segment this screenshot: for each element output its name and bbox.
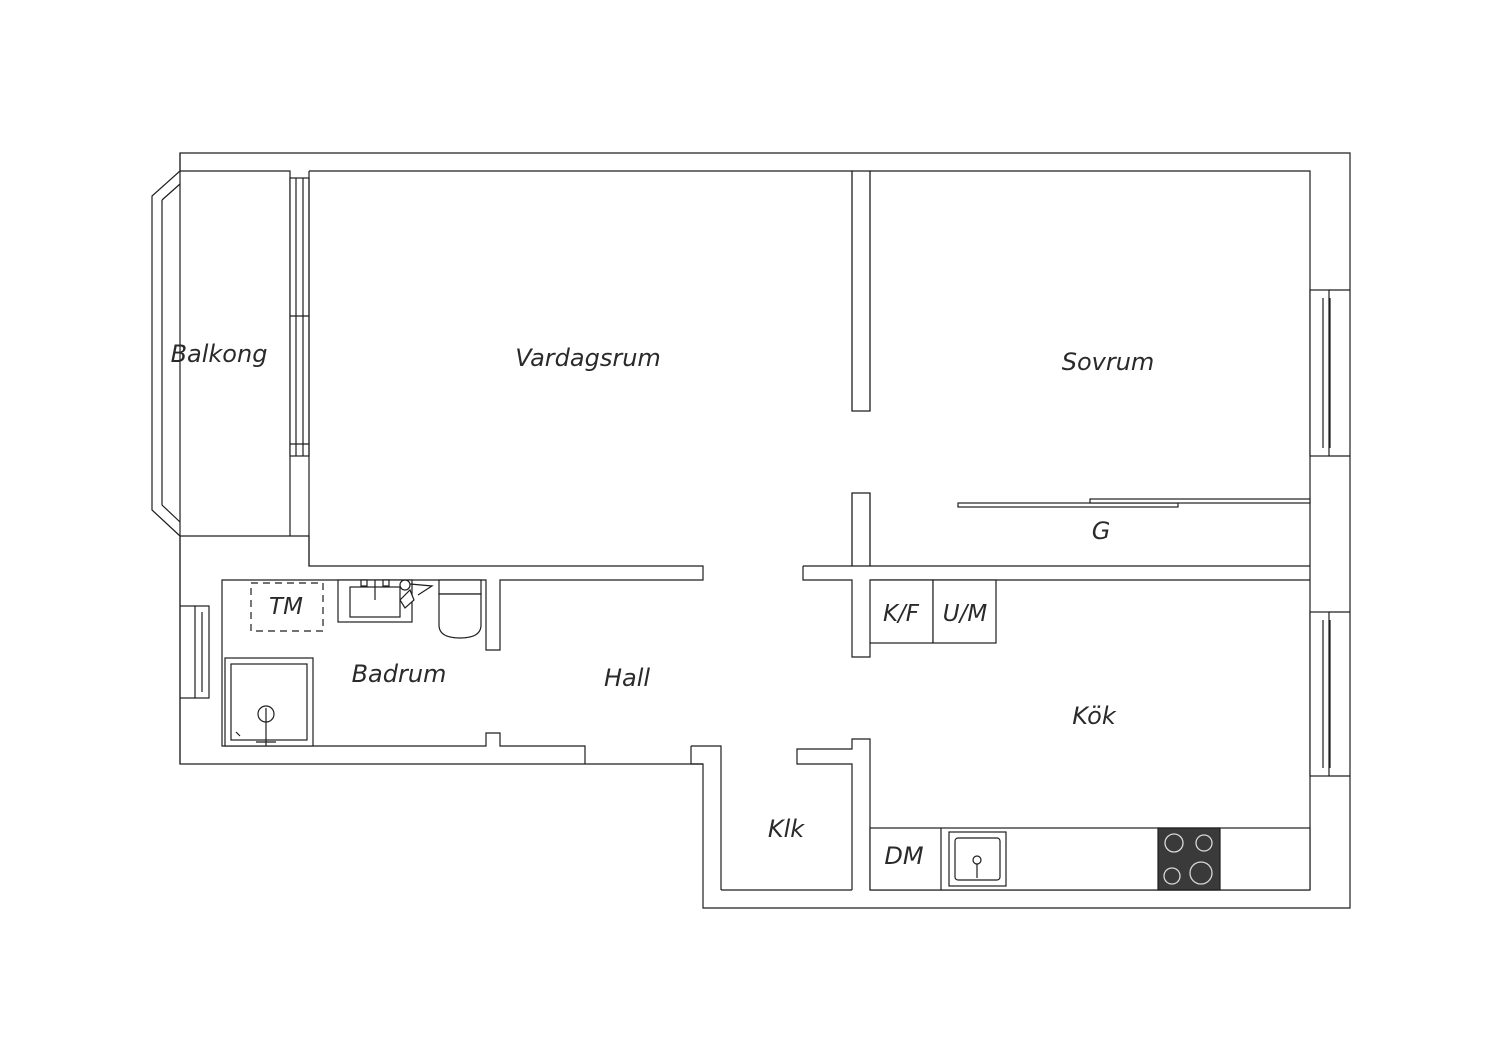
kyl-frys-label: K/F <box>883 601 920 627</box>
vardagsrum-label: Vardagsrum <box>515 344 661 372</box>
kitchen-counter <box>869 827 1311 891</box>
window-icon <box>1309 289 1350 457</box>
garderob-label: G <box>1092 517 1111 545</box>
window-icon <box>289 177 310 457</box>
tvattmaskin-label: TM <box>269 594 303 620</box>
interior-walls <box>221 170 1310 890</box>
window-icon <box>1309 611 1350 777</box>
washbasin-icon <box>337 579 434 623</box>
hall-label: Hall <box>604 664 650 692</box>
ugn-mikro-label: U/M <box>943 601 988 627</box>
klk-label: Klk <box>768 815 805 843</box>
diskmaskin-label: DM <box>884 842 923 870</box>
window-icon <box>180 605 210 699</box>
washing-machine-space <box>250 582 324 632</box>
wardrobe-sliding-doors <box>957 498 1311 508</box>
kitchen-tall-cabinets <box>869 579 997 644</box>
toilet-icon <box>438 579 482 639</box>
shower-icon <box>224 657 314 747</box>
sovrum-label: Sovrum <box>1062 348 1155 376</box>
badrum-label: Badrum <box>352 660 447 688</box>
stove-icon <box>1157 827 1221 891</box>
kok-label: Kök <box>1072 702 1117 730</box>
kitchen-sink-icon <box>948 831 1007 887</box>
balkong-label: Balkong <box>171 340 268 368</box>
outer-walls <box>179 152 1351 909</box>
